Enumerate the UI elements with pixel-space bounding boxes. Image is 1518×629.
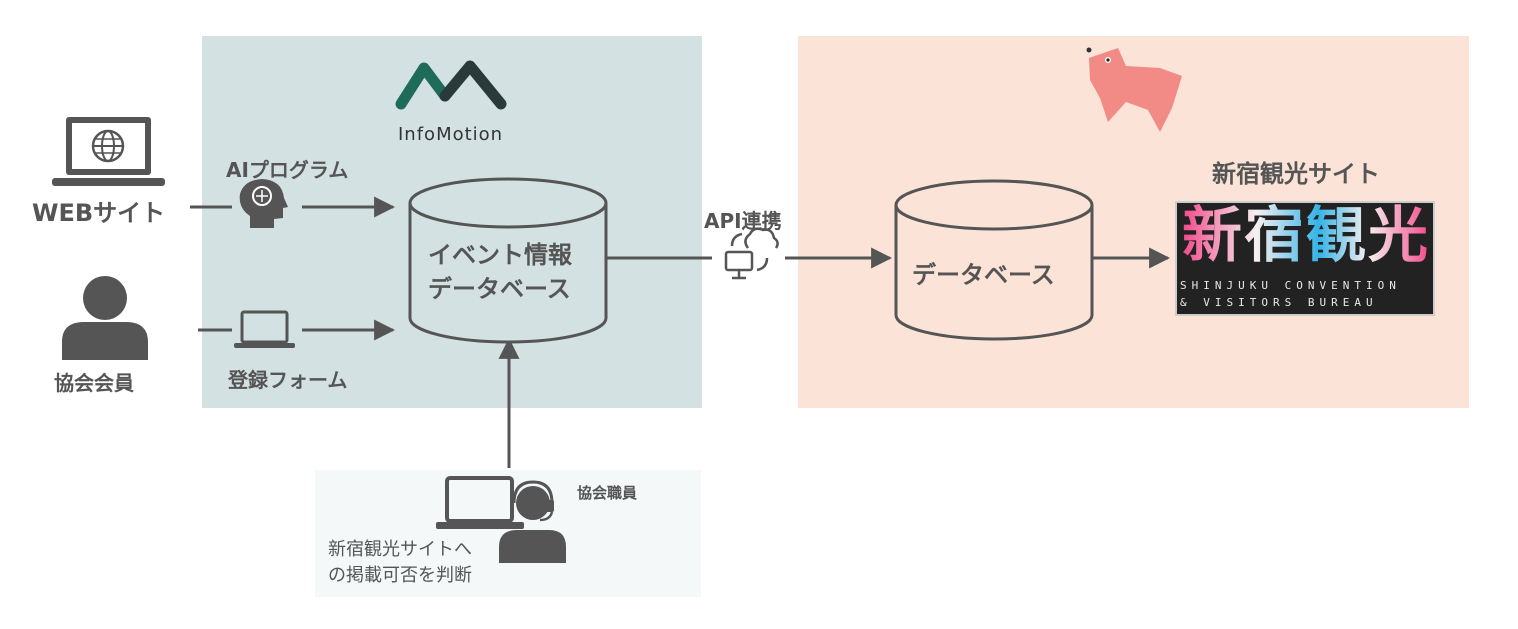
event-database-cylinder: [408, 177, 608, 344]
api-sync-icon: [724, 227, 779, 280]
shinjuku-logo-kanji: 新宿観光: [1182, 201, 1430, 271]
site-title: 新宿観光サイト: [1212, 160, 1380, 188]
member-label: 協会会員: [54, 371, 134, 395]
shinjuku-logo-en1: SHINJUKU CONVENTION: [1180, 279, 1401, 292]
shinjuku-logo-box: [1175, 201, 1435, 316]
staff-desc-line2: の掲載可否を判断: [328, 565, 472, 586]
shinjuku-logo-en2: & VISITORS BUREAU: [1180, 296, 1378, 309]
api-label: API連携: [704, 209, 782, 233]
ai-program-label: AIプログラム: [226, 158, 349, 182]
staff-desc-line1: 新宿観光サイトへ: [328, 539, 472, 560]
connector-lines: [190, 196, 1171, 468]
staff-title: 協会職員: [577, 484, 638, 502]
site-database-cylinder: [894, 179, 1094, 341]
register-form-label: 登録フォーム: [228, 368, 348, 392]
website-laptop-icon: [52, 117, 165, 186]
infomotion-logo-icon: [395, 60, 507, 110]
site-db-label: データベース: [912, 261, 1055, 289]
event-db-line2: データベース: [428, 275, 571, 303]
staff-headset-person-icon: [499, 480, 566, 563]
staff-laptop-icon: [436, 476, 524, 529]
infomotion-brand-text: InfoMotion: [398, 124, 504, 145]
event-db-line1: イベント情報: [428, 241, 572, 269]
register-form-laptop-icon: [234, 310, 295, 348]
member-person-icon: [62, 276, 148, 360]
ai-brain-head-icon: [239, 179, 288, 228]
website-label: WEBサイト: [32, 199, 166, 227]
mascot-dog-icon: [1086, 47, 1182, 132]
